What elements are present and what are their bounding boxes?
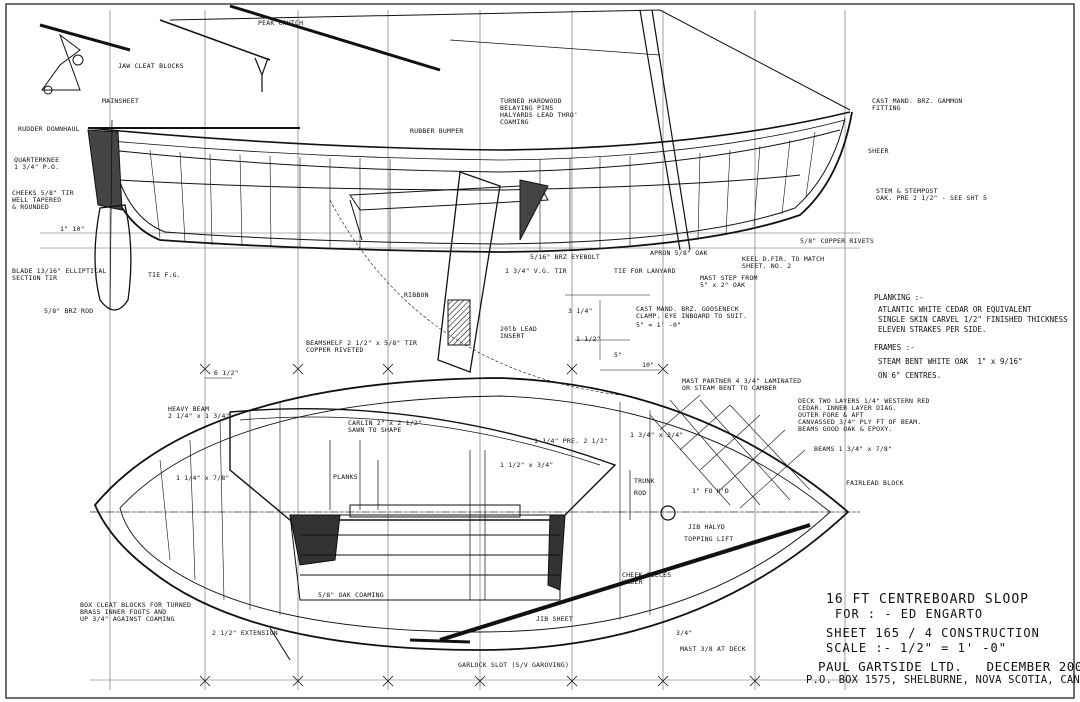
deck-diagonal-planking bbox=[649, 394, 811, 509]
title-line-3: SHEET 165 / 4 CONSTRUCTION bbox=[826, 626, 1040, 640]
station-markers bbox=[199, 363, 761, 687]
label-box-cleat-blocks: BOX CLEAT BLOCKS FOR TURNED BRASS INNER … bbox=[80, 601, 192, 623]
mainsheet-block bbox=[41, 33, 81, 91]
plan-deck-beams bbox=[159, 402, 651, 620]
tiller-plan bbox=[439, 523, 811, 642]
planking-line-2: SINGLE SKIN CARVEL 1/2" FINISHED THICKNE… bbox=[878, 315, 1068, 324]
label-stem: STEM & STEMPOST OAK. PRE 2 1/2" - SEE SH… bbox=[876, 187, 988, 202]
mast-section bbox=[660, 505, 676, 521]
planking-line-1: ATLANTIC WHITE CEDAR OR EQUIVALENT bbox=[878, 305, 1032, 314]
sheer-line bbox=[87, 111, 851, 151]
sail-outline bbox=[169, 9, 851, 111]
label-planks: PLANKS bbox=[333, 473, 358, 481]
label-dim-112: 1 1/2" x 3/4" bbox=[500, 461, 554, 469]
label-jib-sheet: JIB SHEET bbox=[536, 615, 574, 623]
planking-heading: PLANKING :- bbox=[874, 293, 924, 302]
label-tie-fo: TIE F.G. bbox=[148, 271, 181, 279]
keel-line bbox=[94, 111, 853, 253]
dimension-lines bbox=[205, 294, 660, 379]
station-lines bbox=[109, 10, 846, 690]
planking-line-3: ELEVEN STRAKES PER SIDE. bbox=[878, 325, 987, 334]
label-dim-2ers: 1 1/4" PRE. 2 1/2" bbox=[534, 437, 609, 445]
label-rudder-downhaul: RUDDER DOWNHAUL bbox=[18, 125, 80, 133]
label-blade: BLADE 13/16" ELLIPTICAL SECTION TIR bbox=[12, 267, 107, 282]
gaff-line bbox=[449, 39, 661, 56]
centreboard bbox=[437, 171, 501, 373]
label-copper-rivets: 5/8" COPPER RIVETS bbox=[800, 237, 875, 245]
label-dim-10: 1" 10" bbox=[60, 225, 85, 233]
label-lead-insert: 20lb LEAD INSERT bbox=[500, 325, 538, 340]
sheet-border bbox=[5, 3, 1075, 699]
frames-line-2: ON 6" CENTRES. bbox=[878, 371, 942, 380]
label-dim-24: 3 1/4" bbox=[568, 307, 593, 315]
label-extension: 2 1/2" EXTENSION bbox=[212, 629, 278, 637]
label-dim-18: 1 3/4" x 3/4" bbox=[630, 431, 684, 439]
label-garlock: GARLOCK SLOT (S/V GAROVING) bbox=[458, 661, 570, 669]
title-line-2: FOR : - ED ENGARTO bbox=[835, 607, 984, 621]
label-rubber-bumper: RUBBER BUMPER bbox=[410, 127, 464, 135]
label-mast-step: MAST STEP FROM 5" x 2" OAK bbox=[700, 274, 758, 289]
label-dim-34: 3/4" bbox=[676, 629, 693, 637]
label-bronze-rod: 5/8" BRZ ROD bbox=[44, 307, 94, 315]
label-topping-lift: TOPPING LIFT bbox=[684, 535, 734, 543]
label-dim-14: 1 1/4" x 7/8" bbox=[176, 474, 230, 482]
label-dim-vg: 1 3/4" V.G. TIR bbox=[505, 267, 567, 275]
title-line-4: SCALE :- 1/2" = 1' -0" bbox=[826, 641, 1007, 655]
title-line-5: PAUL GARTSIDE LTD. DECEMBER 2008 bbox=[818, 659, 1080, 674]
label-fo-hd: 1" FO H'D bbox=[692, 487, 730, 495]
label-turned-hardwood: TURNED HARDWOOD BELAYING PINS HALYARDS L… bbox=[500, 97, 579, 126]
frames-heading: FRAMES :- bbox=[874, 343, 915, 352]
label-peak-crutch: PEAK CRUTCH bbox=[258, 19, 304, 27]
label-gooseneck: CAST MAND. BRZ. GOOSENECK CLAMP. EYE INB… bbox=[636, 305, 748, 320]
label-dim-6: 6 1/2" bbox=[214, 369, 239, 377]
label-quarterknee: QUARTERKNEE 1 3/4" P.O. bbox=[14, 156, 60, 171]
title-line-1: 16 FT CENTREBOARD SLOOP bbox=[826, 592, 1030, 607]
plan-hull-outline bbox=[93, 377, 850, 651]
label-mainsheet: MAINSHEET bbox=[102, 97, 140, 105]
label-jaw-cleat-blocks: JAW CLEAT BLOCKS bbox=[118, 62, 184, 70]
frames-line-1: STEAM BENT WHITE OAK 1" x 9/16" bbox=[878, 357, 1023, 366]
label-dim-5-1: 5" = 1' -0" bbox=[636, 321, 682, 329]
mast bbox=[639, 9, 691, 251]
label-mast-partner: MAST PARTNER 4 3/4" LAMINATED OR STEAM B… bbox=[682, 377, 802, 392]
label-deck: DECK TWO LAYERS 1/4" WESTERN RED CEDAR. … bbox=[798, 397, 930, 433]
label-dim-10b: 10" bbox=[642, 361, 655, 369]
label-heavy-beam: HEAVY BEAM 2 1/4" x 1 3/4" bbox=[168, 405, 230, 420]
label-cheeks: CHEEKS 5/8" TIR WELL TAPERED & ROUNDED bbox=[12, 189, 74, 211]
label-dim-5b: 5" bbox=[614, 351, 623, 359]
label-jib-halyard: JIB HALYD bbox=[688, 523, 726, 531]
rudder bbox=[94, 204, 132, 311]
label-brz-eyebolt: 5/16" BRZ EYEBOLT bbox=[530, 253, 600, 261]
label-sheer: SHEER bbox=[868, 147, 889, 155]
cockpit-coaming bbox=[229, 407, 617, 521]
label-cheek-pieces: CHEEK PIECES UNDER bbox=[622, 571, 672, 586]
label-mast-at-deck: MAST 3/8 AT DECK bbox=[680, 645, 746, 653]
label-beamshelf: BEAMSHELF 2 1/2" x 5/8" TIR COPPER RIVET… bbox=[306, 339, 418, 354]
label-fairlead: FAIRLEAD BLOCK bbox=[846, 479, 904, 487]
peak-crutch bbox=[254, 57, 269, 92]
label-coaming-oak: 5/8" OAK COAMING bbox=[318, 591, 384, 599]
label-cast-gammon: CAST MAND. BRZ. GAMMON FITTING bbox=[872, 97, 963, 112]
transom bbox=[87, 129, 123, 211]
label-apron: APRON 5/8" OAK bbox=[650, 249, 708, 257]
label-ribbon: RIBBON bbox=[404, 291, 429, 299]
label-keel: KEEL D.FIR. TO MATCH SHEET. NO. 2 bbox=[742, 255, 825, 270]
label-tie-lanyard: TIE FOR LANYARD bbox=[614, 267, 676, 275]
label-rod: ROD bbox=[634, 489, 647, 497]
label-dim-12: 1 1/2" bbox=[576, 335, 601, 343]
lead-insert bbox=[447, 299, 471, 346]
profile-frames bbox=[149, 131, 816, 250]
label-trunk: TRUNK bbox=[634, 477, 655, 485]
title-line-6: P.O. BOX 1575, SHELBURNE, NOVA SCOTIA, C… bbox=[806, 674, 1080, 686]
label-carlin: CARLIN 2" x 2 1/2" SAWN TO SHAPE bbox=[348, 419, 423, 434]
label-beams: BEAMS 1 3/4" x 7/8" bbox=[814, 445, 893, 453]
boom bbox=[229, 4, 441, 72]
centreboard-arc bbox=[329, 199, 621, 396]
